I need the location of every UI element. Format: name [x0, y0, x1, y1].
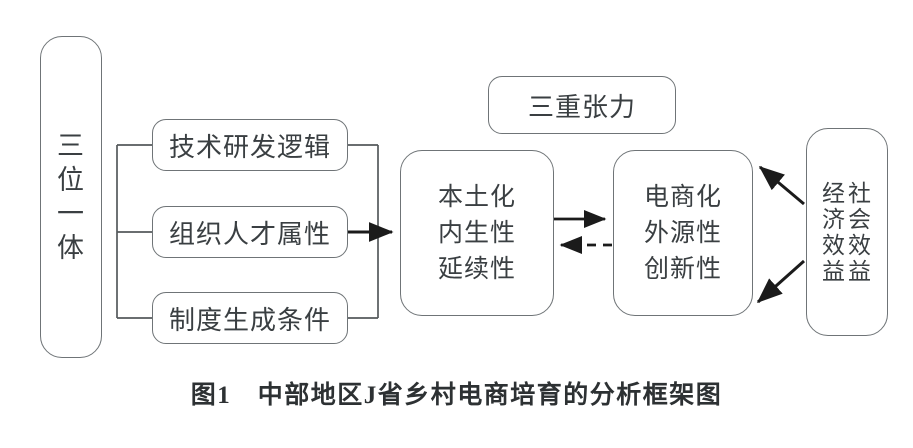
node-benefits-social-char-4: 益 [848, 258, 872, 285]
node-benefits-economic-char-4: 益 [822, 258, 846, 285]
node-institution-condition-label: 制度生成条件 [168, 304, 331, 335]
node-ecommercialization-line-1: 电商化 [643, 183, 722, 211]
figure-caption: 图1 中部地区J省乡村电商培育的分析框架图 [190, 382, 723, 409]
node-trinity-char-1: 三 [57, 130, 85, 161]
node-trinity-char-2: 位 [57, 164, 85, 195]
node-benefits-economic-char-3: 效 [822, 232, 846, 258]
node-triple-tension[interactable]: 三重张力 [488, 76, 676, 134]
node-benefits-economic-column: 经 济 效 益 [822, 180, 846, 285]
node-tech-logic[interactable]: 技术研发逻辑 [152, 119, 348, 171]
node-localization[interactable]: 本土化 内生性 延续性 [400, 150, 554, 316]
node-benefits-economic-char-2: 济 [822, 205, 846, 232]
node-ecommercialization[interactable]: 电商化 外源性 创新性 [613, 150, 753, 316]
node-trinity-char-4: 体 [57, 233, 85, 264]
node-localization-text: 本土化 内生性 延续性 [438, 179, 516, 287]
arrow-benefit-upper [758, 165, 805, 206]
node-benefits-text: 经 济 效 益 社 会 效 益 [822, 180, 872, 285]
node-benefits-economic-char-1: 经 [822, 179, 846, 206]
node-ecommercialization-line-2: 外源性 [643, 219, 722, 247]
trinity-branch-lines [116, 144, 152, 319]
node-org-talent[interactable]: 组织人才属性 [152, 206, 348, 258]
node-trinity-char-3: 一 [57, 199, 85, 229]
node-benefits-social-column: 社 会 效 益 [848, 180, 872, 285]
node-triple-tension-label: 三重张力 [527, 91, 636, 122]
node-localization-line-2: 内生性 [437, 219, 516, 247]
node-org-talent-label: 组织人才属性 [168, 218, 331, 249]
node-institution-condition[interactable]: 制度生成条件 [152, 292, 348, 344]
node-trinity[interactable]: 三 位 一 体 [40, 36, 102, 358]
node-ecommercialization-text: 电商化 外源性 创新性 [644, 179, 722, 287]
node-localization-line-1: 本土化 [437, 183, 516, 211]
node-benefits-social-char-2: 会 [848, 205, 872, 232]
arrow-benefit-lower [756, 259, 805, 304]
node-benefits[interactable]: 经 济 效 益 社 会 效 益 [806, 128, 888, 336]
node-tech-logic-label: 技术研发逻辑 [168, 131, 331, 162]
node-localization-line-3: 延续性 [437, 255, 516, 283]
node-benefits-social-char-1: 社 [848, 179, 872, 206]
node-ecommercialization-line-3: 创新性 [643, 255, 722, 283]
node-benefits-social-char-3: 效 [848, 232, 872, 258]
node-trinity-text: 三 位 一 体 [57, 129, 85, 266]
